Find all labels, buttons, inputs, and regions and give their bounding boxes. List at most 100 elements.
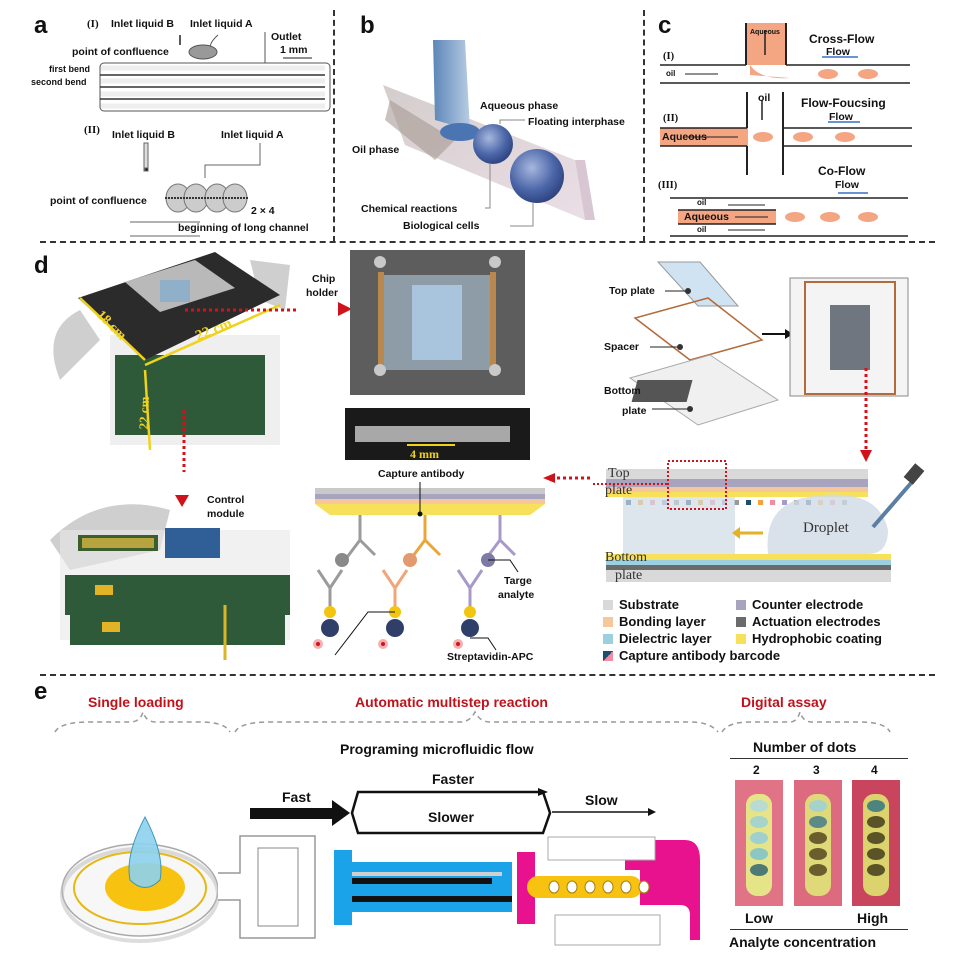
droplet-channel-illustration: [383, 40, 595, 227]
c-coflow-oil-top: oil: [697, 198, 707, 207]
chip-holder-label-2: holder: [306, 287, 339, 299]
a1-confluence-mixer: [188, 44, 218, 60]
c-flowfocus-carrier: Aqueous: [662, 131, 707, 143]
legend-swatch: [736, 599, 746, 610]
flow-slow-label: Slow: [585, 792, 618, 808]
legend-item-bonding-layer: Bonding layer: [603, 614, 706, 629]
exploded-spacer: [633, 297, 764, 361]
a2-inlet-a-label: Inlet liquid A: [221, 129, 284, 141]
panel-letter-e: e: [34, 678, 48, 705]
c-crossflow-flow: Flow: [826, 46, 850, 58]
legend-item-counter-electrode: Counter electrode: [736, 597, 863, 612]
detection-strip: [527, 876, 650, 898]
target-analyte-label-2: analyte: [498, 589, 535, 601]
antibody-gray: [316, 515, 377, 610]
legend-item-substrate: Substrate: [603, 597, 679, 612]
b-oil-label: Oil phase: [352, 144, 400, 156]
chip-holder-photo: [345, 250, 530, 460]
exploded-chip-diagram: [628, 261, 909, 462]
concentration-underline: [730, 929, 908, 930]
droplet-large: [510, 149, 564, 203]
target-analyte-label-1: Targe: [504, 575, 532, 587]
concentration-high-label: High: [857, 910, 889, 926]
dimension-arrows: [79, 297, 281, 451]
device-photo: [53, 252, 298, 472]
c-numeral-3: (III): [658, 180, 678, 191]
a1-inlet-b-label: Inlet liquid B: [111, 18, 174, 30]
serpentine-channel: [99, 32, 331, 112]
exploded-bottom-label-1: Bottom: [604, 385, 641, 397]
legend-swatch: [603, 650, 613, 661]
control-module-label-2: module: [207, 508, 245, 520]
c-coflow-oil-bottom: oil: [697, 225, 707, 234]
xsec-droplet-label: Droplet: [803, 520, 849, 536]
divider-a-b: [333, 10, 335, 242]
dot-count-3: 3: [813, 763, 820, 777]
c-coflow-flow: Flow: [835, 179, 859, 191]
divider-row1: [40, 241, 935, 243]
legend-label: Substrate: [619, 597, 679, 612]
droplet-generation-modes: [660, 23, 912, 237]
flow-fast-label: Fast: [282, 789, 311, 805]
legend-swatch: [736, 616, 746, 627]
a1-scale-label: 1 mm: [280, 44, 308, 56]
control-module-label-1: Control: [207, 494, 245, 506]
flow-slower-label: Slower: [428, 809, 474, 825]
legend-label: Bonding layer: [619, 614, 706, 629]
dot-count-2: 2: [753, 763, 760, 777]
stage-single-loading: Single loading: [88, 694, 184, 710]
forming-droplet: [440, 123, 480, 141]
b-interphase-label: Floating interphase: [528, 116, 625, 128]
assay-strip-mid: [794, 780, 842, 906]
legend-label: Hydrophobic coating: [752, 631, 882, 646]
a2-grid-label: 2 × 4: [251, 205, 275, 217]
xsec-bottom-label-2: plate: [615, 568, 643, 583]
legend-item-dielectric-layer: Dielectric layer: [603, 631, 712, 646]
legend-item-actuation-electrodes: Actuation electrodes: [736, 614, 881, 629]
stage-braces: [54, 709, 891, 733]
panel-letter-d: d: [34, 252, 49, 279]
chip-holder-label-1: Chip: [312, 273, 336, 285]
a-numeral-2: (II): [84, 124, 100, 136]
valve-blue: [334, 850, 512, 925]
b-aqueous-label: Aqueous phase: [480, 100, 559, 112]
xsec-top-label-1: Top: [608, 466, 630, 481]
a2-inlet-b-label: Inlet liquid B: [112, 129, 175, 141]
legend-item-capture-barcode: Capture antibody barcode: [603, 648, 780, 663]
exploded-bottom-label-2: plate: [622, 405, 647, 417]
c-numeral-2: (II): [663, 113, 679, 124]
a-numeral-1: (I): [87, 18, 99, 30]
streptavidin-label: Streptavidin-APC: [447, 651, 534, 663]
c-flowfocus-inlet: oil: [758, 92, 771, 104]
droplet-focus-box: [667, 460, 727, 510]
stage-digital-assay: Digital assay: [741, 694, 827, 710]
divider-b-c: [643, 10, 645, 242]
valve-magenta: [517, 840, 700, 940]
a1-confluence-label: point of confluence: [72, 46, 169, 58]
legend-swatch: [603, 633, 613, 644]
c-numeral-1: (I): [663, 51, 675, 62]
flow-focusing-diagram: [660, 92, 912, 175]
c-flowfocus-flow: Flow: [829, 111, 853, 123]
a1-second-bend-label: second bend: [31, 77, 87, 87]
c-crossflow-inlet: Aqueous: [750, 29, 780, 36]
inlet-connector: [218, 835, 316, 939]
cross-flow-diagram: [660, 23, 910, 84]
exploded-top-plate-label: Top plate: [609, 285, 655, 297]
legend-swatch: [736, 633, 746, 644]
legend-swatch: [603, 616, 613, 627]
legend-item-hydrophobic-coating: Hydrophobic coating: [736, 631, 882, 646]
antibody-diagram: [313, 473, 590, 656]
sample-inlet-well: [60, 815, 220, 943]
b-cells-label: Biological cells: [403, 220, 480, 232]
xsec-top-label-2: plate: [605, 483, 633, 498]
chip-scale-label: 4 mm: [410, 447, 439, 461]
a2-confluence-label: point of confluence: [50, 195, 147, 207]
exploded-spacer-label: Spacer: [604, 341, 640, 353]
dots-title: Number of dots: [753, 739, 857, 755]
assay-strip-low: [735, 780, 783, 906]
c-coflow-title: Co-Flow: [818, 164, 866, 178]
assay-strip-high: [852, 780, 900, 906]
c-crossflow-title: Cross-Flow: [809, 32, 875, 46]
stage-multistep-reaction: Automatic multistep reaction: [355, 694, 548, 710]
